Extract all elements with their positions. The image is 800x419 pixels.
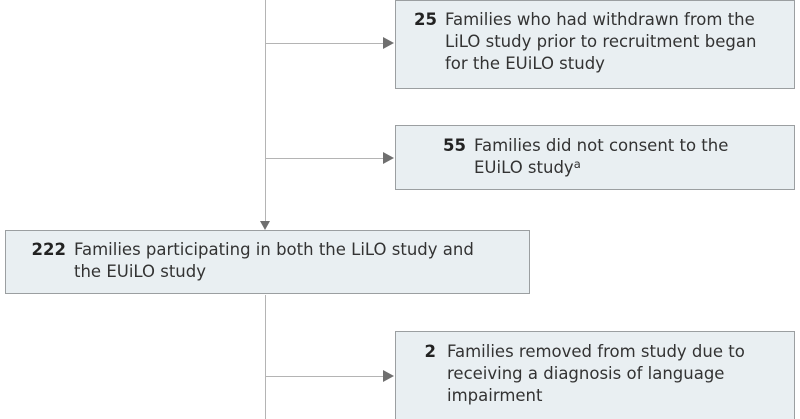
count-value: 222 [31, 240, 66, 259]
arrowhead-right-icon [383, 370, 394, 383]
main-vertical-connector-top [264, 0, 266, 221]
text-line: Families participating in both the LiLO … [74, 240, 474, 259]
arrowhead-right-icon [383, 37, 394, 50]
box-text: Families who had withdrawn from the LiLO… [445, 9, 756, 75]
box-no-consent-families: 55 Families did not consent to the EUiLO… [395, 125, 795, 190]
text-line: LiLO study prior to recruitment began [445, 32, 757, 51]
text-line: Families removed from study due to [447, 342, 745, 361]
text-line: for the EUiLO study [445, 54, 605, 73]
box-withdrawn-families: 25 Families who had withdrawn from the L… [395, 0, 795, 89]
box-text: Families did not consent to the EUiLO st… [474, 135, 728, 179]
text-segment: EUiLO study [474, 158, 574, 177]
box-text: Families removed from study due to recei… [447, 341, 745, 407]
count-value: 2 [424, 342, 436, 361]
text-line: impairment [447, 386, 543, 405]
box-text: Families participating in both the LiLO … [74, 239, 474, 283]
arrowhead-right-icon [383, 152, 394, 165]
text-line: Families who had withdrawn from the [445, 10, 755, 29]
footnote-marker: a [573, 157, 581, 171]
branch-connector-no-consent [265, 157, 383, 159]
text-line: receiving a diagnosis of language [447, 364, 725, 383]
box-participating-families: 222 Families participating in both the L… [5, 230, 530, 294]
count-value: 25 [414, 10, 437, 29]
text-line: EUiLO studya [474, 157, 728, 179]
text-line: the EUiLO study [74, 262, 207, 281]
box-removed-families: 2 Families removed from study due to rec… [395, 331, 795, 419]
branch-connector-withdrawn [265, 42, 383, 44]
count-value: 55 [443, 136, 466, 155]
arrowhead-down-icon [259, 220, 270, 230]
main-vertical-connector-bottom [264, 295, 266, 419]
text-line: Families did not consent to the [474, 136, 729, 155]
branch-connector-removed [265, 375, 383, 377]
